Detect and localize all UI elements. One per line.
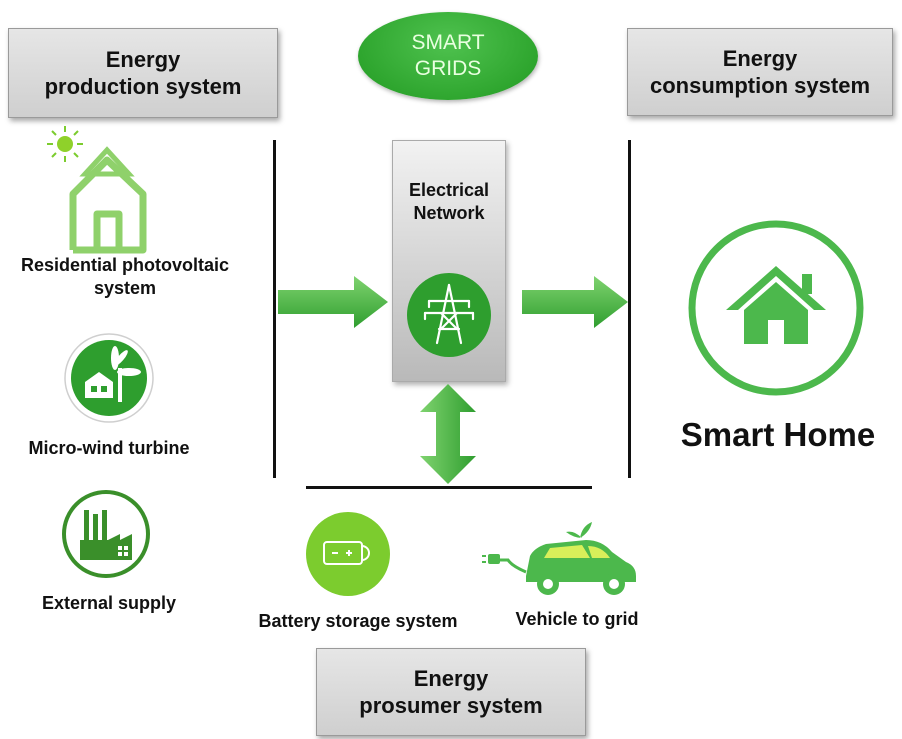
energy-consumption-title-line1: Energy [722,45,798,71]
smart-grids-line1: SMART [411,30,485,54]
smart-grids-line2: GRIDS [414,57,482,80]
energy-prosumer-box: Energy prosumer system [316,648,586,736]
micro-wind-turbine-label: Micro-wind turbine [28,438,190,458]
arrow-right-to-home [522,276,628,328]
smart-grids-ellipse: SMART GRIDS [358,12,538,100]
transmission-tower-icon [407,273,491,357]
factory-icon [62,490,150,578]
energy-production-title-line2: production system [44,74,242,99]
arrow-right-into-network [278,276,388,328]
energy-prosumer-title-line2: prosumer system [359,693,543,718]
electrical-network-panel: Electrical Network [392,140,506,382]
energy-production-title-line1: Energy [105,46,181,72]
external-supply-label: External supply [41,593,177,613]
energy-prosumer-title-line1: Energy [413,665,489,691]
electrical-network-line2: Network [413,203,485,224]
electrical-network-line1: Electrical [408,180,490,200]
smart-home-label: Smart Home [680,416,876,453]
solar-house-icon [47,126,147,254]
left-divider-line [273,140,276,478]
wind-turbine-icon [64,333,154,423]
energy-consumption-title-line2: consumption system [649,73,871,98]
electric-car-icon [482,522,636,595]
bottom-divider-line [306,486,592,489]
energy-consumption-box: Energy consumption system [627,28,893,116]
arrow-bidirectional-vertical [420,384,476,484]
home-icon [688,220,864,396]
right-divider-line [628,140,631,478]
energy-production-box: Energy production system [8,28,278,118]
battery-icon [306,512,390,596]
residential-photovoltaic-label: Residential photovoltaic system [20,255,230,299]
battery-storage-label: Battery storage system [258,611,458,631]
vehicle-to-grid-label: Vehicle to grid [515,609,639,629]
